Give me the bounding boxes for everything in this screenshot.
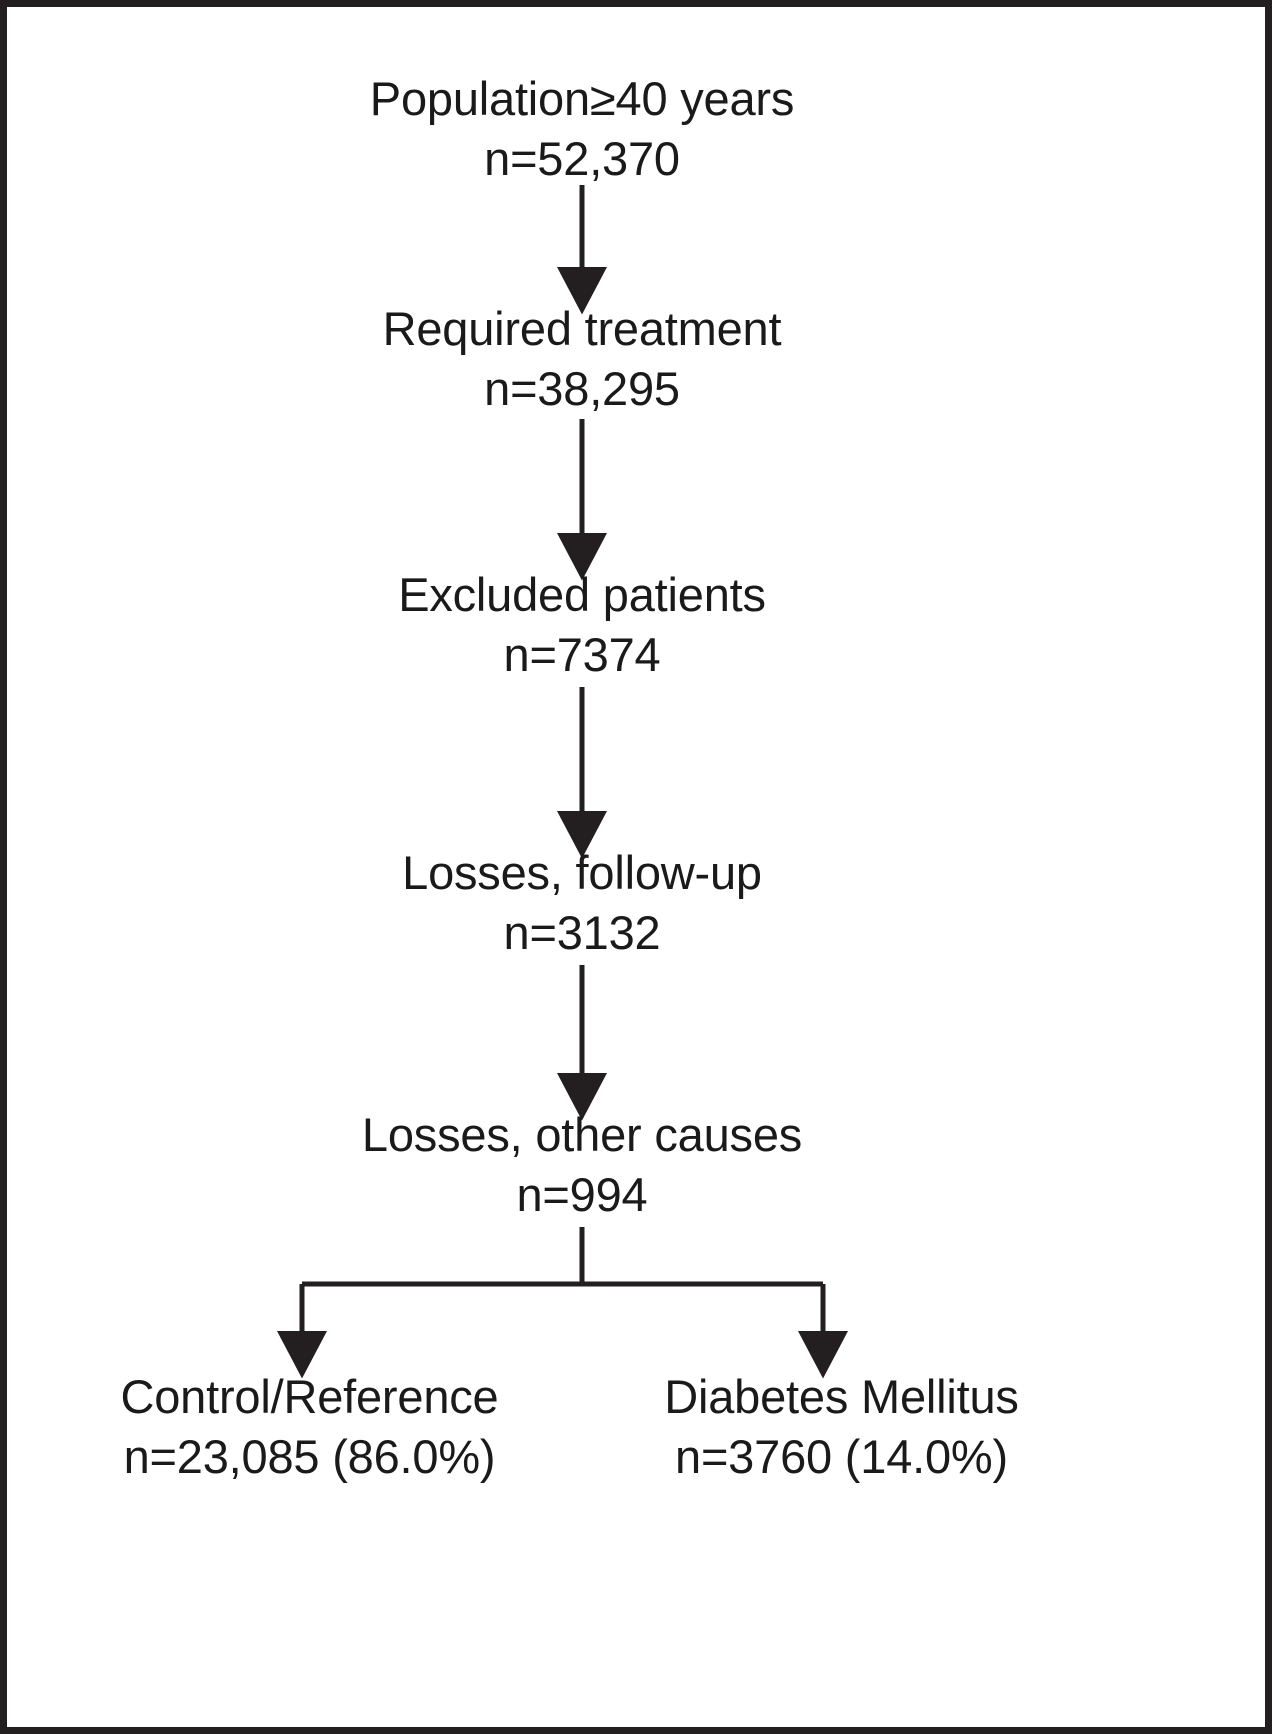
flow-node-required-treatment-label: Required treatment [382,302,782,355]
flow-node-control-reference: Control/Reference n=23,085 (86.0%) [27,1367,592,1487]
flow-node-excluded-patients-label: Excluded patients [398,568,766,621]
flow-node-population-count: n=52,370 [484,132,680,186]
flow-node-population-label: Population≥40 years [369,72,795,125]
flow-node-control-reference-label: Control/Reference [120,1370,499,1423]
flow-node-diabetes-mellitus: Diabetes Mellitus n=3760 (14.0%) [559,1367,1124,1487]
diagram-canvas: Population≥40 years n=52,370 Required tr… [7,7,1265,1727]
flow-node-excluded-patients-count: n=7374 [503,628,661,682]
flow-node-losses-other-causes-label: Losses, other causes [361,1108,803,1161]
flow-node-diabetes-mellitus-count: n=3760 (14.0%) [675,1430,1008,1484]
flow-node-control-reference-count: n=23,085 (86.0%) [123,1430,496,1484]
flow-node-required-treatment: Required treatment n=38,295 [7,299,1157,419]
flow-node-losses-other-causes: Losses, other causes n=994 [7,1105,1157,1225]
flow-node-losses-follow-up: Losses, follow-up n=3132 [7,843,1157,963]
flow-node-diabetes-mellitus-label: Diabetes Mellitus [664,1370,1019,1423]
flow-node-required-treatment-count: n=38,295 [484,362,680,416]
flow-node-population: Population≥40 years n=52,370 [7,69,1157,189]
flow-node-excluded-patients: Excluded patients n=7374 [7,565,1157,685]
flow-node-losses-follow-up-label: Losses, follow-up [402,846,762,899]
flow-node-losses-follow-up-count: n=3132 [503,906,661,960]
flow-node-losses-other-causes-count: n=994 [516,1168,648,1222]
